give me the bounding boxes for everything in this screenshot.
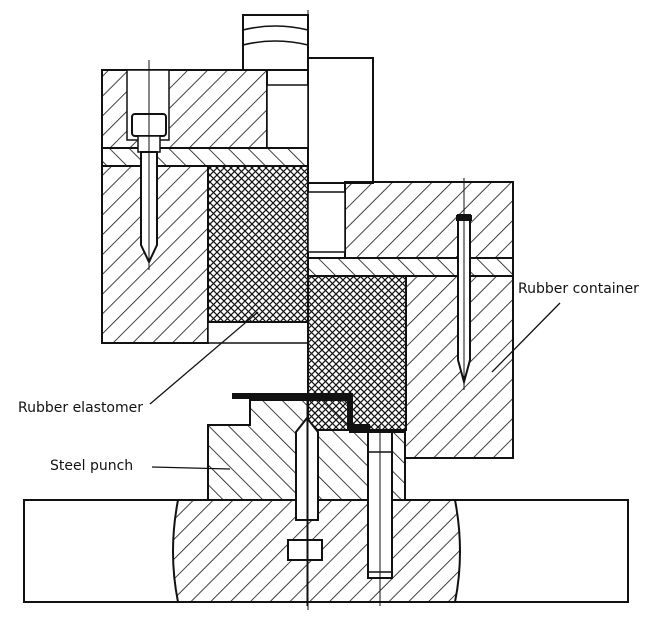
upper-shank (242, 14, 374, 184)
label-rubber-container: Rubber container (518, 281, 639, 297)
leader-rubber-container (491, 302, 561, 373)
left-cap-screw (131, 60, 167, 270)
base-plate (23, 499, 629, 603)
guide-pin (367, 425, 393, 606)
label-steel-punch: Steel punch (50, 458, 134, 474)
bottom-screw (287, 400, 323, 606)
label-rubber-elastomer: Rubber elastomer (18, 400, 144, 416)
rubber-elastomer-upper (207, 165, 309, 323)
leader-rubber-elastomer (149, 311, 259, 405)
right-long-screw (456, 178, 472, 390)
leader-steel-punch (151, 466, 231, 470)
right-top-plate (307, 181, 514, 277)
